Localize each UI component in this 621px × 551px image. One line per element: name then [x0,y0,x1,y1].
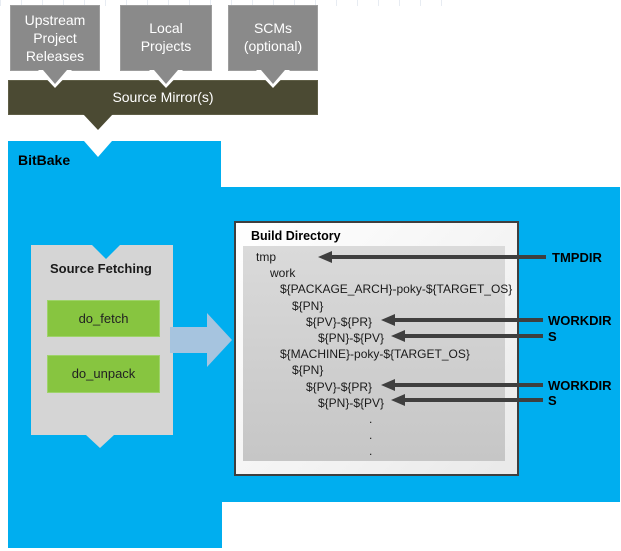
arrow-shaft [331,255,546,259]
tree-ellipsis-dot: . [369,412,373,427]
source-fetching-inflow-notch [92,245,120,259]
directory-tree-background: tmp work ${PACKAGE_ARCH}-poky-${TARGET_O… [243,246,513,461]
bitbake-inflow-notch [84,141,112,157]
tree-item-pn: ${PN} [292,298,324,313]
upstream-project-releases-box: Upstream Project Releases [10,5,100,71]
tree-ellipsis-dot: . [369,444,373,459]
scms-line-2: (optional) [243,38,303,54]
s-label: S [548,393,557,408]
flow-arrow-shaft [170,327,207,353]
arrow-shaft [404,398,543,402]
local-projects-box: Local Projects [120,5,212,71]
tree-ellipsis-dot: . [369,428,373,443]
scms-connector-tail [261,70,285,84]
mirror-connector-tail [83,114,113,130]
bitbake-region-leg [8,502,222,548]
local-connector-tail [154,70,178,84]
scms-box: SCMs (optional) [228,5,318,71]
tree-item-pv-pr: ${PV}-${PR} [306,314,373,329]
tree-item-package-arch: ${PACKAGE_ARCH}-poky-${TARGET_OS} [280,282,513,297]
s-label: S [548,329,557,344]
arrow-head-icon [318,251,332,263]
tree-item-work: work [270,266,296,281]
upstream-line-1: Upstream [24,12,86,28]
source-fetching-panel: Source Fetching do_fetch do_unpack [31,245,173,435]
ruler-ticks [0,0,450,6]
tree-item-pn-pv: ${PN}-${PV} [318,331,385,346]
tmpdir-label: TMPDIR [552,250,602,265]
tree-item-pv-pr: ${PV}-${PR} [306,379,373,394]
workdir-label: WORKDIR [548,313,612,328]
source-fetching-outflow-tail [86,435,114,448]
tree-item-tmp: tmp [256,250,277,264]
upstream-connector-tail [43,70,67,84]
build-directory-box: Build Directory tmp work ${PACKAGE_ARCH}… [234,221,519,476]
workdir-label: WORKDIR [548,378,612,393]
bitbake-label: BitBake [18,152,71,168]
do-fetch-task: do_fetch [47,300,160,337]
arrow-head-icon [381,379,395,391]
arrow-head-icon [391,330,405,342]
arrow-shaft [394,383,543,387]
source-fetching-title: Source Fetching [50,261,152,276]
build-directory-title: Build Directory [251,229,341,243]
tree-item-pn: ${PN} [292,363,324,378]
scms-line-1: SCMs [253,20,293,36]
arrow-shaft [394,318,543,322]
arrow-head-icon [381,314,395,326]
upstream-line-3: Releases [25,48,85,64]
directory-tree: tmp work ${PACKAGE_ARCH}-poky-${TARGET_O… [243,249,513,460]
bitbake-region-tab [8,141,221,191]
arrow-shaft [404,334,543,338]
do-unpack-task: do_unpack [47,355,160,393]
arrow-head-icon [391,394,405,406]
upstream-line-2: Project [33,30,77,46]
tree-item-machine: ${MACHINE}-poky-${TARGET_OS} [280,347,470,362]
flow-arrow-head [207,313,232,367]
tree-item-pn-pv: ${PN}-${PV} [318,395,385,410]
local-line-1: Local [149,20,183,36]
local-line-2: Projects [140,38,192,54]
